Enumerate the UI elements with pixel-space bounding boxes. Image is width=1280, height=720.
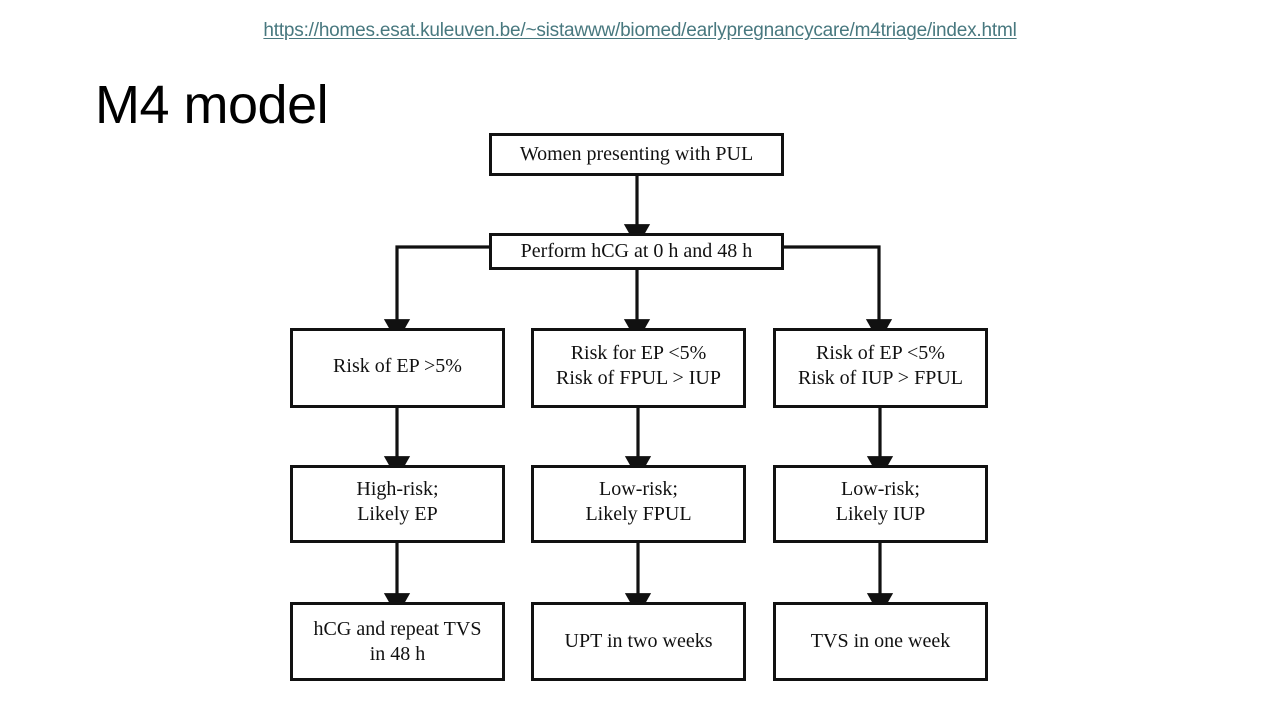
flowchart-node-label: Women presenting with PUL [519, 143, 754, 165]
page-title: M4 model [95, 75, 329, 135]
flowchart-node-label: High-risk; Likely EP [356, 478, 439, 525]
edge-hcg-to-risk-left [383, 245, 489, 343]
flowchart-node-label: Risk of EP >5% [333, 354, 462, 377]
flowchart-node-label: hCG and repeat TVS in 48 h [313, 617, 482, 665]
flowchart-node-risk-iup: Risk of EP <5% Risk of IUP > FPUL [773, 328, 988, 408]
flowchart-node-label: TVS in one week [810, 630, 951, 652]
flowchart-node-label: Perform hCG at 0 h and 48 h [520, 240, 753, 262]
flowchart-node-label: UPT in two weeks [564, 630, 713, 652]
flowchart-node-action-tvs-one-week: TVS in one week [773, 602, 988, 681]
edge-hcg-to-risk-right [784, 245, 893, 343]
flowchart-node-label: Risk for EP <5% Risk of FPUL > IUP [555, 342, 721, 389]
flowchart-node-risk-ep-high: Risk of EP >5% [290, 328, 505, 408]
flowchart-node-women-presenting-with-pul: Women presenting with PUL [489, 133, 784, 176]
flowchart-node-action-hcg-repeat-tvs: hCG and repeat TVS in 48 h [290, 602, 505, 681]
flowchart-node-label: Risk of EP <5% Risk of IUP > FPUL [797, 342, 963, 389]
flowchart-node-perform-hcg: Perform hCG at 0 h and 48 h [489, 233, 784, 270]
flowchart-node-low-risk-likely-fpul: Low-risk; Likely FPUL [531, 465, 746, 543]
flowchart-node-low-risk-likely-iup: Low-risk; Likely IUP [773, 465, 988, 543]
flowchart-node-label: Low-risk; Likely FPUL [585, 478, 692, 525]
flowchart-node-high-risk-likely-ep: High-risk; Likely EP [290, 465, 505, 543]
flowchart-node-action-upt-two-weeks: UPT in two weeks [531, 602, 746, 681]
slide-url-link[interactable]: https://homes.esat.kuleuven.be/~sistawww… [263, 20, 1017, 41]
flowchart-node-label: Low-risk; Likely IUP [835, 478, 926, 525]
flowchart-node-risk-fpul: Risk for EP <5% Risk of FPUL > IUP [531, 328, 746, 408]
